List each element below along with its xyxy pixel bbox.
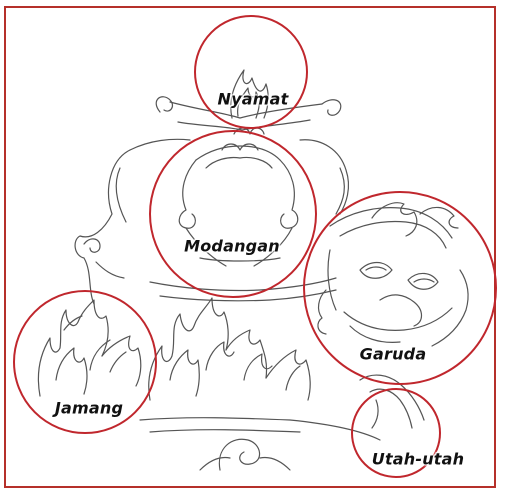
- nyamat-highlight-circle: [195, 16, 307, 128]
- modangan-highlight-circle: [150, 131, 316, 297]
- garuda-face: [318, 203, 468, 346]
- bottom-base: [140, 418, 380, 470]
- label-utah-utah: Utah-utah: [372, 450, 465, 469]
- jamang-flames: [38, 300, 140, 396]
- label-modangan: Modangan: [184, 237, 280, 256]
- label-jamang: Jamang: [55, 399, 123, 418]
- label-nyamat: Nyamat: [218, 90, 289, 109]
- central-flames: [149, 298, 310, 400]
- label-garuda: Garuda: [360, 345, 427, 364]
